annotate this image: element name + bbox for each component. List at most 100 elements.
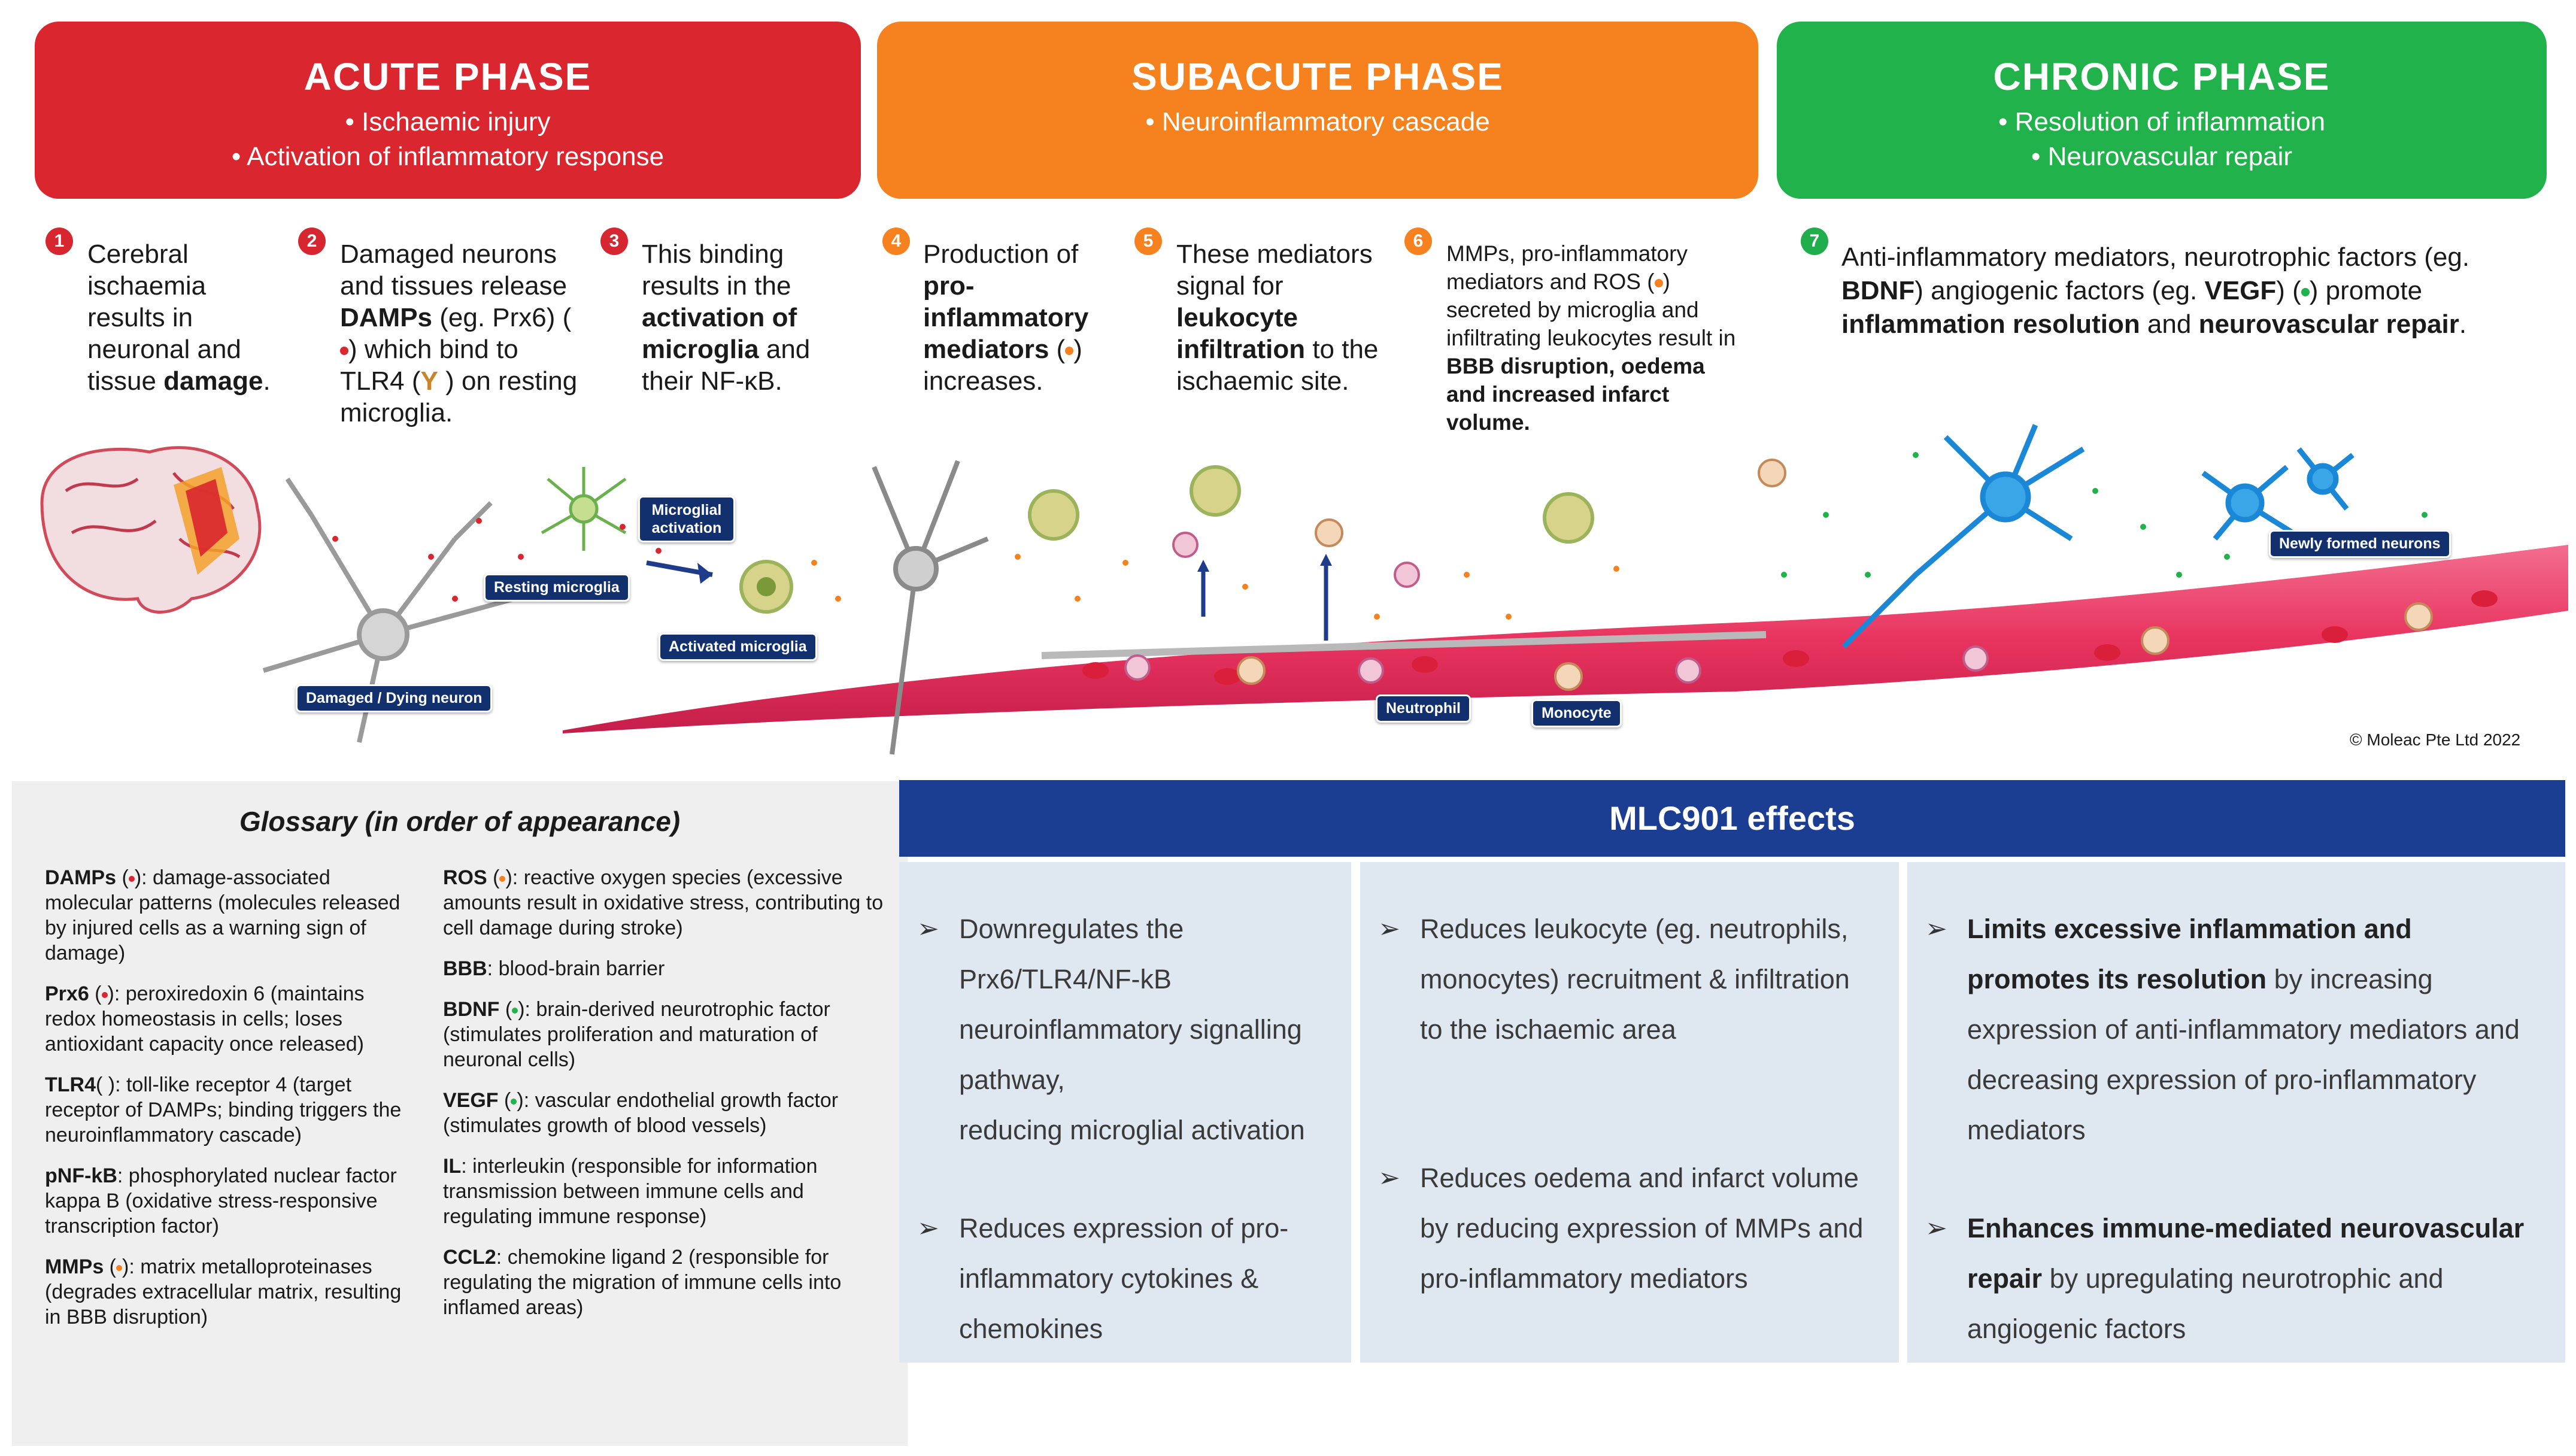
step-6-bold: BBB disruption, oedema and increased inf… (1446, 354, 1705, 435)
glossary-title: Glossary (in order of appearance) (239, 806, 681, 837)
glossary-term: DAMPs (45, 866, 117, 889)
glossary-def: : phosphorylated nuclear factor kappa B … (45, 1164, 397, 1237)
mlc-effect-5-bold: Limits excessive inflammation and promot… (1967, 914, 2412, 994)
step-5-text-a: These mediators signal for (1176, 239, 1373, 301)
step-7-text-b: ) angiogenic factors (eg. (1914, 276, 2205, 305)
glossary-term: Prx6 (45, 982, 89, 1005)
step-5-text-b: to the ischaemic site. (1176, 335, 1379, 396)
step-6-text: MMPs, pro-inflammatory mediators and ROS… (1446, 239, 1746, 436)
red-dot-icon (101, 992, 108, 999)
step-2-text-a: Damaged neurons and tissues release (340, 239, 568, 301)
glossary-term: MMPs (45, 1255, 104, 1278)
arrow-bullet-icon: ➢ (1378, 914, 1400, 944)
step-7-text-a: Anti-inflammatory mediators, neurotrophi… (1841, 242, 2470, 272)
glossary-def: : matrix metalloproteinases (degrades ex… (45, 1255, 402, 1328)
glossary-entry: DAMPs (): damage-associated molecular pa… (45, 866, 400, 964)
microglial-activation-label: Microglial activation (638, 496, 735, 542)
glossary-entry: BBB: blood-brain barrier (443, 956, 889, 981)
step-7-text-c: ) ( (2276, 276, 2301, 305)
brain-icon (40, 446, 262, 614)
glossary-term: CCL2 (443, 1246, 496, 1269)
mlc-effect-4: ➢ Reduces oedema and infarct volume by re… (1378, 1153, 1875, 1304)
chronic-phase-line1: • Resolution of inflammation (1998, 107, 2326, 136)
step-2-bold: DAMPs (340, 303, 433, 332)
activated-microglia-icon (739, 465, 1594, 614)
red-blood-cell-icon (1082, 590, 2498, 685)
step-7-badge: 7 (1801, 228, 1828, 255)
step-7-text-e: and (2140, 310, 2199, 339)
ischaemic-neuron-icon (872, 460, 989, 755)
glossary-entry: MMPs (): matrix metalloproteinases (degr… (45, 1255, 402, 1328)
glossary-term: TLR4 (45, 1073, 96, 1096)
mlc-effect-5: ➢ Limits excessive inflammation and promo… (1925, 904, 2541, 1155)
green-dot-icon (511, 1099, 517, 1105)
mlc-effect-5-text: by increasing expression of anti-inflamm… (1967, 964, 2520, 1145)
step-2-text-d: ) on resting microglia. (340, 366, 578, 427)
glossary-term: pNF-kB (45, 1164, 117, 1187)
chronic-phase-banner: CHRONIC PHASE • Resolution of inflammati… (1777, 22, 2547, 199)
step-7-text-d: ) promote (2309, 276, 2423, 305)
mlc-effect-1-text: Downregulates the Prx6/TLR4/NF-kB neuroi… (959, 914, 1302, 1095)
step-2-text-c: ) which bind to TLR4 ( (340, 335, 518, 396)
mlc-column-3: ➢ Limits excessive inflammation and promo… (1907, 862, 2565, 1363)
glossary-def: : reactive oxygen species (excessive amo… (443, 866, 884, 939)
glossary-entry: TLR4( ): toll-like receptor 4 (target re… (45, 1072, 404, 1148)
subacute-phase-title: SUBACUTE PHASE (1131, 55, 1504, 98)
glossary-def: : vascular endothelial growth factor (st… (443, 1089, 839, 1137)
step-4-text-b: ( (1049, 335, 1066, 364)
green-dot-icon (512, 1008, 518, 1014)
glossary-def: : damage-associated molecular patterns (… (45, 866, 400, 964)
resting-microglia-label: Resting microglia (484, 574, 630, 602)
arrow-bullet-icon: ➢ (917, 914, 939, 944)
step-4-text-a: Production of (923, 239, 1079, 269)
glossary-def: ( ): toll-like receptor 4 (target recept… (45, 1073, 402, 1146)
glossary-entry: BDNF (): brain-derived neurotrophic fact… (443, 998, 830, 1071)
step-3-text-b: and their NF-κB. (642, 335, 811, 396)
step-2-badge: 2 (298, 228, 326, 255)
glossary-def: : peroxiredoxin 6 (maintains redox homeo… (45, 982, 365, 1055)
acute-phase-title: ACUTE PHASE (304, 55, 592, 98)
glossary-term: IL (443, 1155, 462, 1178)
glossary-term: BDNF (443, 998, 500, 1021)
glossary-def: : brain-derived neurotrophic factor (sti… (443, 998, 830, 1071)
mlc-effect-6: ➢Enhances immune-mediated neurovascular … (1925, 1203, 2541, 1354)
ros-dot-icon (1654, 279, 1663, 288)
step-5-text: These mediators signal for leukocyte inf… (1176, 238, 1392, 397)
mlc-effect-2-text: Reduces expression of pro-inflammatory c… (959, 1213, 1289, 1344)
step-7-text: Anti-inflammatory mediators, neurotrophi… (1841, 241, 2536, 341)
glossary-term: BBB (443, 957, 487, 980)
step-7-bold-vegf: VEGF (2204, 276, 2277, 305)
mlc-effect-1-text-b: reducing microglial activation (959, 1115, 1305, 1145)
mlc-effect-6-bold: Enhances immune-mediated neurovascular r… (1967, 1213, 2525, 1294)
step-2-text: Damaged neurons and tissues release DAMP… (340, 238, 579, 429)
glossary-term: ROS (443, 866, 487, 889)
subacute-phase-banner: SUBACUTE PHASE • Neuroinflammatory casca… (877, 22, 1758, 199)
mlc901-effects-header: MLC901 effects (899, 780, 2565, 857)
copyright-text: © Moleac Pte Ltd 2022 (2350, 730, 2521, 749)
tlr4-receptor-icon: Y (420, 366, 438, 396)
orange-dot-icon (499, 876, 506, 882)
glossary-entry: ROS (): reactive oxygen species (excessi… (443, 866, 884, 939)
step-4-text-c: ) increases. (923, 335, 1082, 396)
mediator-dot-icon (1065, 347, 1074, 356)
mlc-effect-4-text: Reduces oedema and infarct volume by red… (1420, 1163, 1864, 1294)
infiltration-arrow-icon (1201, 563, 1328, 641)
step-7-bold-bdnf: BDNF (1841, 276, 1915, 305)
acute-phase-banner: ACUTE PHASE • Ischaemic injury • Activat… (35, 22, 861, 199)
arrow-bullet-icon: ➢ (1925, 914, 1947, 944)
glossary-entry: IL: interleukin (responsible for informa… (443, 1154, 889, 1229)
mlc-effect-3-text: Reduces leukocyte (eg. neutrophils, mono… (1420, 914, 1850, 1045)
step-3-bold: activation of microglia (642, 303, 797, 364)
arrow-bullet-icon: ➢ (1378, 1163, 1400, 1193)
step-4-text: Production of pro-inflammatory mediators… (923, 238, 1121, 397)
step-6-text-a: MMPs, pro-inflammatory mediators and ROS… (1446, 241, 1688, 294)
newly-formed-neurons-label: Newly formed neurons (2269, 530, 2451, 558)
glossary-entry: Prx6 (): peroxiredoxin 6 (maintains redo… (45, 982, 365, 1055)
growth-factor-dot-icon (2301, 288, 2310, 297)
monocyte-icon (1237, 459, 2433, 691)
glossary-entry: CCL2: chemokine ligand 2 (responsible fo… (443, 1245, 889, 1320)
mlc-effect-3: ➢ Reduces leukocyte (eg. neutrophils, mon… (1378, 904, 1875, 1055)
mlc-column-2: ➢ Reduces leukocyte (eg. neutrophils, mon… (1360, 862, 1899, 1363)
mlc-effect-6-text: by upregulating neurotrophic and angioge… (1967, 1263, 2444, 1344)
damaged-neuron-label: Damaged / Dying neuron (296, 684, 493, 712)
